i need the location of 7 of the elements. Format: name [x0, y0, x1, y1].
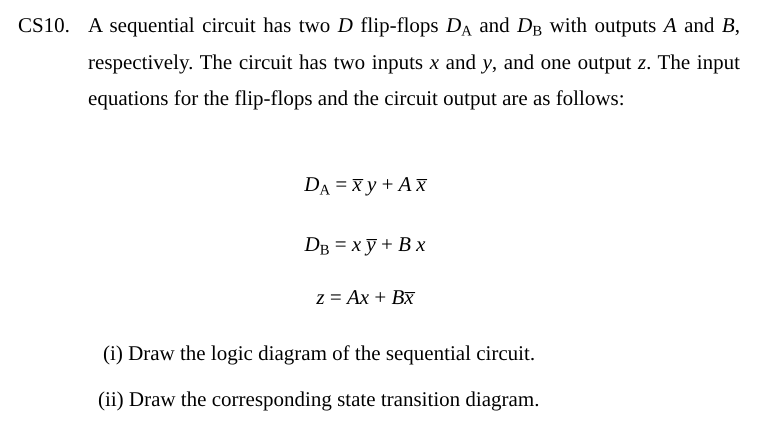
problem-statement: A sequential circuit has two D flip-flops D$_{A}$ and D$_{B}$ with outputs A and B, respectively. The circuit has two inputs x and y, and one output z. The input equations for the flip-flops and the circuit output are as follows: — [88, 12, 740, 112]
equation: z = Ax + Bx̅ — [315, 284, 416, 311]
question-item: (i) Draw the logic diagram of the sequential circuit. — [103, 340, 536, 367]
equation: D$_{B}$ = x y̅ + B x — [303, 231, 426, 261]
problem-number: CS10. — [18, 12, 70, 39]
question-item: (ii) Draw the corresponding state transition diagram. — [98, 386, 540, 413]
equation: D$_{A}$ = x̅ y + A x̅ — [303, 171, 428, 201]
